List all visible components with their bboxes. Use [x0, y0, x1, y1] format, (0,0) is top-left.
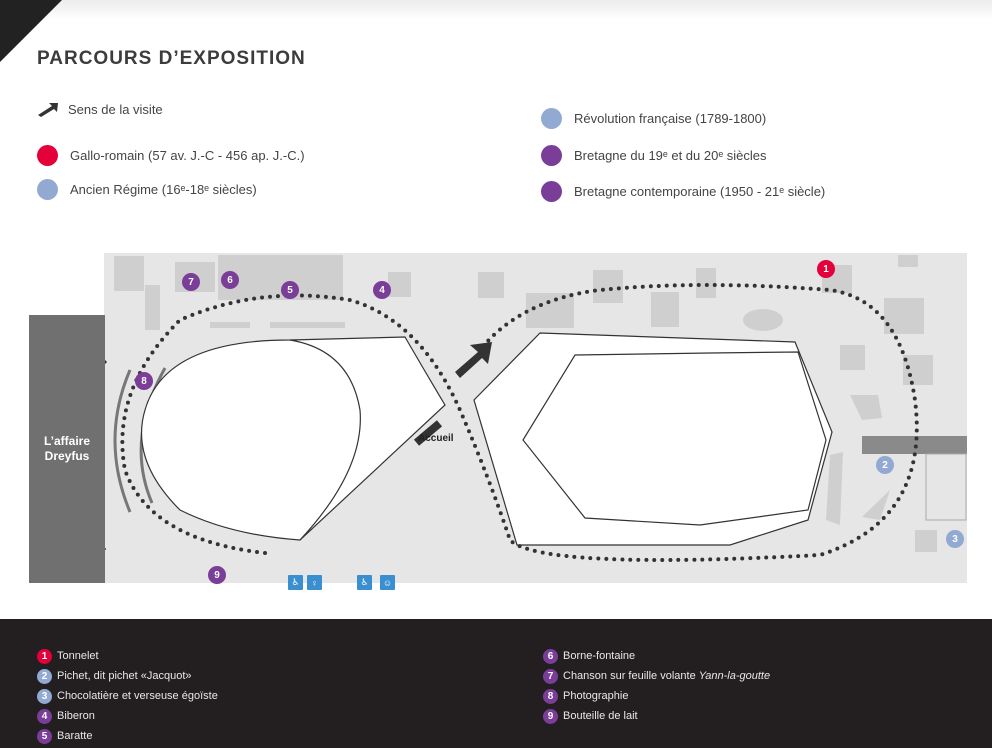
object-label: Tonnelet [57, 650, 99, 662]
legend-period-label: Gallo-romain (57 av. J.-C - 456 ap. J.-C… [70, 148, 305, 163]
display-case-left [141, 336, 446, 541]
object-label: Chocolatière et verseuse égoïste [57, 690, 218, 702]
map-marker-5[interactable]: 5 [281, 281, 299, 299]
legend-period-bretagne-contemporaine: Bretagne contemporaine (1950 - 21ᵉ siècl… [541, 181, 825, 202]
object-label: Pichet, dit pichet «Jacquot» [57, 670, 192, 682]
room-label-line2: Dreyfus [44, 449, 90, 463]
legend-direction: Sens de la visite [36, 101, 163, 117]
page-title: PARCOURS D’EXPOSITION [37, 48, 306, 69]
curved-wall [113, 369, 132, 513]
object-number: 1 [37, 648, 52, 664]
object-number: 2 [37, 668, 52, 684]
legend-dot [37, 179, 58, 200]
legend-period-bretagne-19-20: Bretagne du 19ᵉ et du 20ᵉ siècles [541, 145, 767, 166]
object-label-italic: Yann-la-goutte [698, 670, 771, 682]
room-outline [925, 453, 967, 521]
object-number: 3 [37, 688, 52, 704]
object-label: Baratte [57, 730, 93, 742]
top-band [0, 0, 992, 20]
map-marker-9[interactable]: 9 [208, 566, 226, 584]
object-item-1: 1 Tonnelet [37, 646, 218, 666]
room-dreyfus: L’affaire Dreyfus [29, 315, 105, 583]
room-label-line1: L’affaire [43, 434, 91, 448]
object-label: Photographie [563, 690, 629, 702]
legend-direction-label: Sens de la visite [68, 101, 163, 117]
legend-dot [541, 181, 562, 202]
legend-period-label: Bretagne du 19ᵉ et du 20ᵉ siècles [574, 148, 767, 163]
legend-dot [541, 145, 562, 166]
object-item-9: 9 Bouteille de lait [543, 706, 770, 726]
legend-dot [541, 108, 562, 129]
reception-desk [413, 420, 443, 446]
object-number: 5 [37, 728, 52, 744]
legend-period-label: Révolution française (1789-1800) [574, 111, 767, 126]
object-label: Chanson sur feuille volante [563, 670, 699, 682]
object-number: 7 [543, 668, 558, 684]
map-marker-7[interactable]: 7 [182, 273, 200, 291]
legend-dot [37, 145, 58, 166]
legend-period-label: Bretagne contemporaine (1950 - 21ᵉ siècl… [574, 184, 826, 199]
map-marker-3[interactable]: 3 [946, 530, 964, 548]
object-label: Bouteille de lait [563, 710, 638, 722]
object-number: 9 [543, 708, 558, 724]
object-number: 8 [543, 688, 558, 704]
object-item-2: 2 Pichet, dit pichet «Jacquot» [37, 666, 218, 686]
accueil-label: Accueil [418, 433, 454, 444]
object-label: Borne-fontaine [563, 650, 636, 662]
legend-period-revolution: Révolution française (1789-1800) [541, 108, 766, 129]
objects-list-right: 6 Borne-fontaine 7 Chanson sur feuille v… [543, 646, 770, 726]
corner-decoration [0, 0, 62, 62]
map-marker-1[interactable]: 1 [817, 260, 835, 278]
object-item-6: 6 Borne-fontaine [543, 646, 770, 666]
object-item-8: 8 Photographie [543, 686, 770, 706]
floor-plan-map [93, 253, 967, 583]
objects-list-left: 1 Tonnelet 2 Pichet, dit pichet «Jacquot… [37, 646, 218, 746]
legend-period-ancien-regime: Ancien Régime (16ᵉ-18ᵉ siècles) [37, 179, 257, 200]
direction-arrow-icon [38, 103, 58, 117]
object-label: Biberon [57, 710, 95, 722]
object-item-7: 7 Chanson sur feuille volante Yann-la-go… [543, 666, 770, 686]
map-marker-2[interactable]: 2 [876, 456, 894, 474]
object-item-4: 4 Biberon [37, 706, 218, 726]
display-case-curve [289, 339, 361, 541]
map-marker-6[interactable]: 6 [221, 271, 239, 289]
object-item-3: 3 Chocolatière et verseuse égoïste [37, 686, 218, 706]
map-marker-4[interactable]: 4 [373, 281, 391, 299]
baby-changing-icon: ☺ [380, 575, 395, 590]
display-case-inner [522, 351, 827, 526]
accessible-toilet-icon: ♿ [357, 575, 372, 590]
toilets-icon: ♿ [288, 575, 303, 590]
building-blocks [114, 255, 937, 552]
legend-period-label: Ancien Régime (16ᵉ-18ᵉ siècles) [70, 182, 257, 197]
toilets-icon: ♀ [307, 575, 322, 590]
object-number: 4 [37, 708, 52, 724]
object-item-5: 5 Baratte [37, 726, 218, 746]
map-direction-arrow-icon [455, 342, 492, 378]
legend-period-gallo-romain: Gallo-romain (57 av. J.-C - 456 ap. J.-C… [37, 145, 305, 166]
map-marker-8[interactable]: 8 [135, 372, 153, 390]
object-number: 6 [543, 648, 558, 664]
objects-panel [0, 619, 992, 748]
